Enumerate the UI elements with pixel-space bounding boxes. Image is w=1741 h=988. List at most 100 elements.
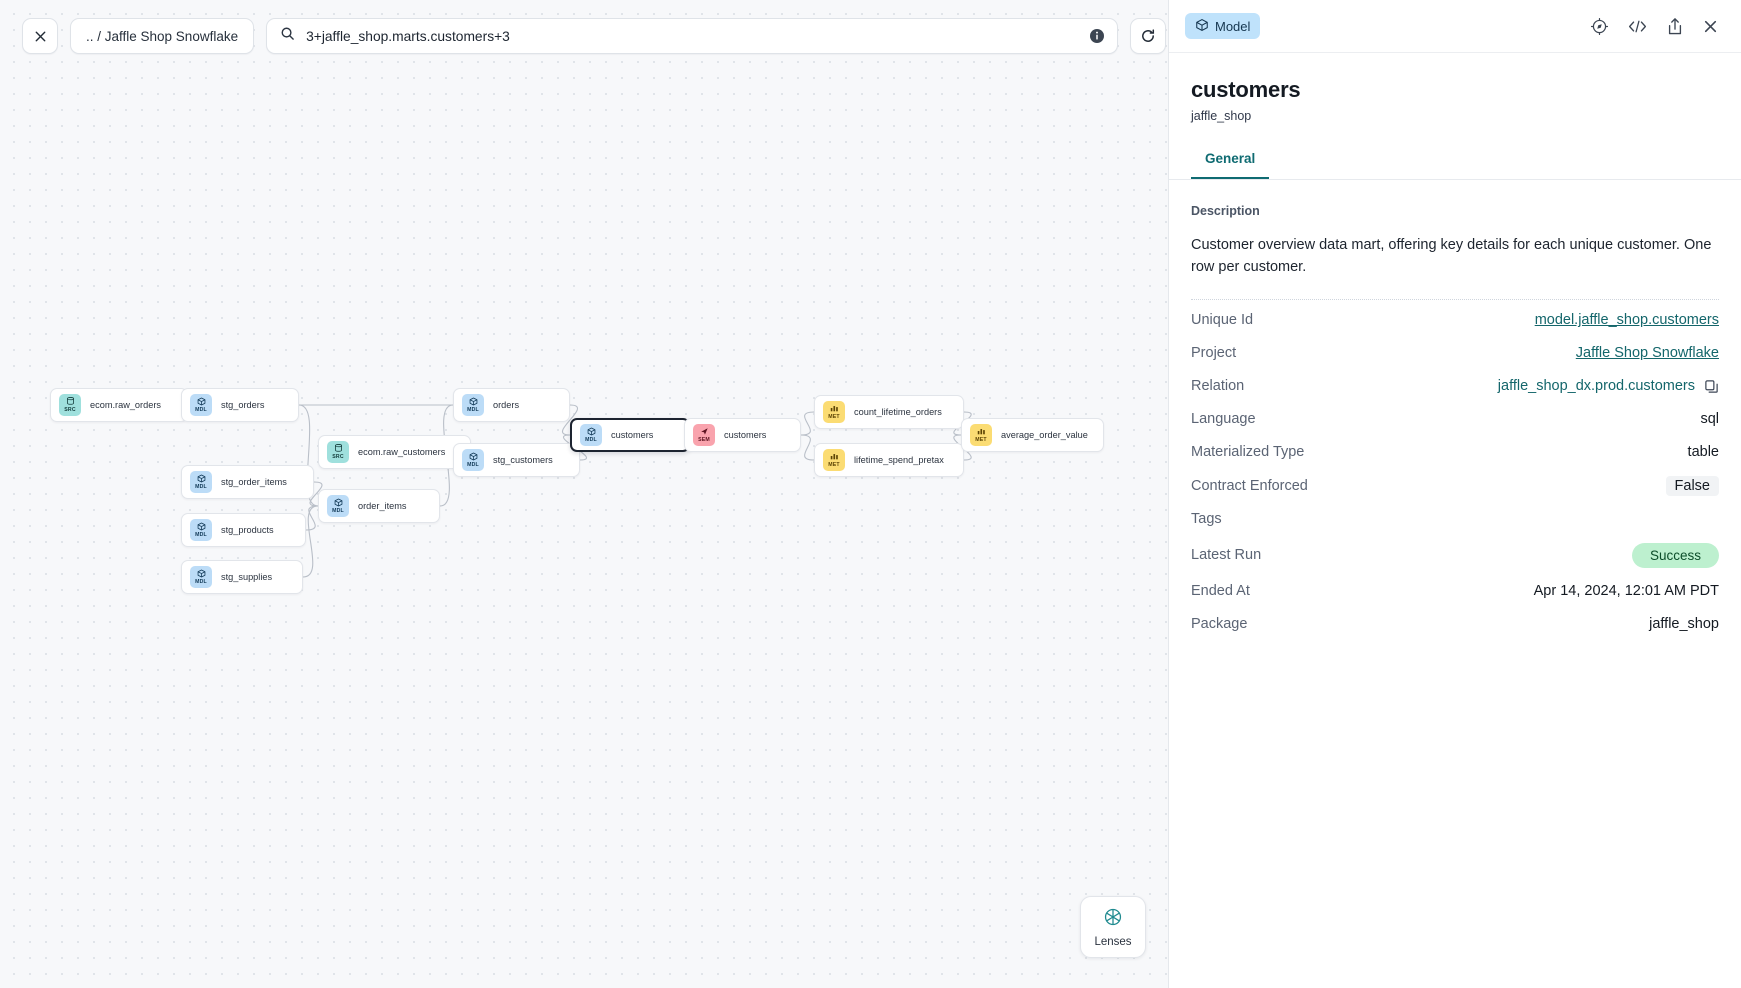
graph-node-order_items[interactable]: MDL order_items — [318, 489, 440, 523]
lenses-button[interactable]: Lenses — [1080, 896, 1146, 958]
refresh-button[interactable] — [1130, 18, 1167, 54]
cube-icon: MDL — [190, 471, 212, 493]
detail-key: Tags — [1191, 511, 1222, 528]
detail-row: Language sql — [1191, 403, 1719, 436]
focus-icon[interactable] — [1590, 17, 1609, 36]
detail-row: Project Jaffle Shop Snowflake — [1191, 337, 1719, 370]
graph-node-orders[interactable]: MDL orders — [453, 388, 570, 422]
detail-row: Ended At Apr 14, 2024, 12:01 AM PDT — [1191, 575, 1719, 608]
share-icon[interactable] — [1666, 17, 1684, 36]
search-icon — [280, 26, 295, 46]
detail-value: jaffle_shop — [1649, 616, 1719, 633]
node-type-label: Model — [1215, 18, 1251, 34]
tab-general[interactable]: General — [1191, 151, 1270, 179]
graph-node-label: ecom.raw_orders — [90, 400, 161, 410]
graph-node-stg_customers[interactable]: MDL stg_customers — [453, 443, 580, 477]
graph-node-label: lifetime_spend_pretax — [854, 455, 944, 465]
description-text: Customer overview data mart, offering ke… — [1191, 237, 1712, 276]
detail-value-wrap: model.jaffle_shop.customers — [1535, 312, 1719, 328]
graph-node-lifetime_spend_pretax[interactable]: MET lifetime_spend_pretax — [814, 443, 964, 477]
cube-icon: MDL — [462, 394, 484, 416]
detail-key: Contract Enforced — [1191, 477, 1308, 494]
detail-key: Project — [1191, 345, 1237, 362]
graph-node-count_lifetime_orders[interactable]: MET count_lifetime_orders — [814, 395, 964, 429]
cube-icon: MDL — [462, 449, 484, 471]
graph-node-label: ecom.raw_customers — [358, 447, 446, 457]
graph-search-bar[interactable]: 3+jaffle_shop.marts.customers+3 — [266, 18, 1119, 54]
graph-edge — [800, 411, 815, 436]
detail-value-wrap: jaffle_shop — [1649, 616, 1719, 632]
graph-node-label: average_order_value — [1001, 430, 1088, 440]
cube-icon — [1195, 18, 1209, 35]
detail-key: Relation — [1191, 378, 1245, 395]
graph-node-label: stg_orders — [221, 400, 265, 410]
divider — [1191, 298, 1719, 300]
graph-edges — [173, 404, 972, 578]
cube-icon: MDL — [190, 566, 212, 588]
detail-value-wrap: Success — [1631, 542, 1719, 568]
graph-node-average_order_value[interactable]: MET average_order_value — [961, 418, 1104, 452]
detail-value-wrap: table — [1688, 444, 1719, 460]
page-subtitle: jaffle_shop — [1191, 109, 1252, 123]
search-input[interactable]: 3+jaffle_shop.marts.customers+3 — [306, 28, 510, 44]
detail-key: Unique Id — [1191, 312, 1254, 329]
close-icon — [33, 29, 48, 44]
refresh-icon — [1140, 28, 1156, 44]
node-type-chip[interactable]: Model — [1185, 13, 1261, 39]
description-label: Description — [1191, 204, 1260, 218]
cube-icon: MDL — [327, 495, 349, 517]
page-title: customers — [1191, 77, 1301, 102]
graph-node-ecom-raw_customers[interactable]: SRC ecom.raw_customers — [318, 435, 471, 469]
graph-edge — [305, 505, 319, 531]
graph-node-label: stg_customers — [493, 455, 553, 465]
copy-icon[interactable] — [1704, 379, 1719, 394]
detail-key: Language — [1191, 411, 1256, 428]
metric-icon: MET — [823, 401, 845, 423]
database-icon: SRC — [327, 441, 349, 463]
close-graph-button[interactable] — [22, 18, 58, 54]
detail-key: Latest Run — [1191, 547, 1262, 564]
detail-row: Contract Enforced False — [1191, 469, 1719, 503]
detail-row: Tags — [1191, 503, 1719, 536]
detail-value-link[interactable]: Jaffle Shop Snowflake — [1575, 345, 1719, 362]
detail-value: table — [1687, 444, 1719, 461]
close-icon[interactable] — [1702, 18, 1719, 35]
graph-node-label: orders — [493, 400, 520, 410]
graph-node-label: customers — [611, 430, 654, 440]
detail-value: Apr 14, 2024, 12:01 AM PDT — [1533, 583, 1719, 600]
detail-value: sql — [1700, 411, 1719, 428]
graph-toolbar: .. / Jaffle Shop Snowflake 3+jaffle_shop… — [22, 18, 1167, 54]
metric-icon: MET — [970, 424, 992, 446]
info-icon[interactable] — [1089, 28, 1105, 44]
detail-value-link[interactable]: model.jaffle_shop.customers — [1534, 312, 1719, 329]
graph-node-label: stg_supplies — [221, 572, 273, 582]
detail-value-wrap: False — [1665, 475, 1719, 496]
panel-body: Description Customer overview data mart,… — [1169, 180, 1741, 641]
detail-value-wrap: jaffle_shop_dx.prod.customers — [1498, 378, 1719, 394]
detail-value-relation[interactable]: jaffle_shop_dx.prod.customers — [1497, 378, 1695, 395]
detail-value-chip: False — [1665, 475, 1719, 496]
lineage-graph-canvas[interactable]: .. / Jaffle Shop Snowflake 3+jaffle_shop… — [0, 0, 1168, 988]
graph-node-label: count_lifetime_orders — [854, 407, 942, 417]
detail-key: Package — [1191, 616, 1248, 633]
breadcrumb[interactable]: .. / Jaffle Shop Snowflake — [70, 18, 255, 54]
code-icon[interactable] — [1627, 17, 1648, 36]
graph-node-label: order_items — [358, 501, 407, 511]
metric-icon: MET — [823, 449, 845, 471]
detail-key: Ended At — [1191, 583, 1250, 600]
details-panel-header: Model — [1169, 0, 1741, 53]
graph-node-stg_supplies[interactable]: MDL stg_supplies — [181, 560, 303, 594]
graph-edge — [800, 434, 815, 461]
status-badge[interactable]: Success — [1631, 542, 1719, 568]
details-panel: Model — [1168, 0, 1741, 988]
lenses-label: Lenses — [1094, 935, 1132, 948]
